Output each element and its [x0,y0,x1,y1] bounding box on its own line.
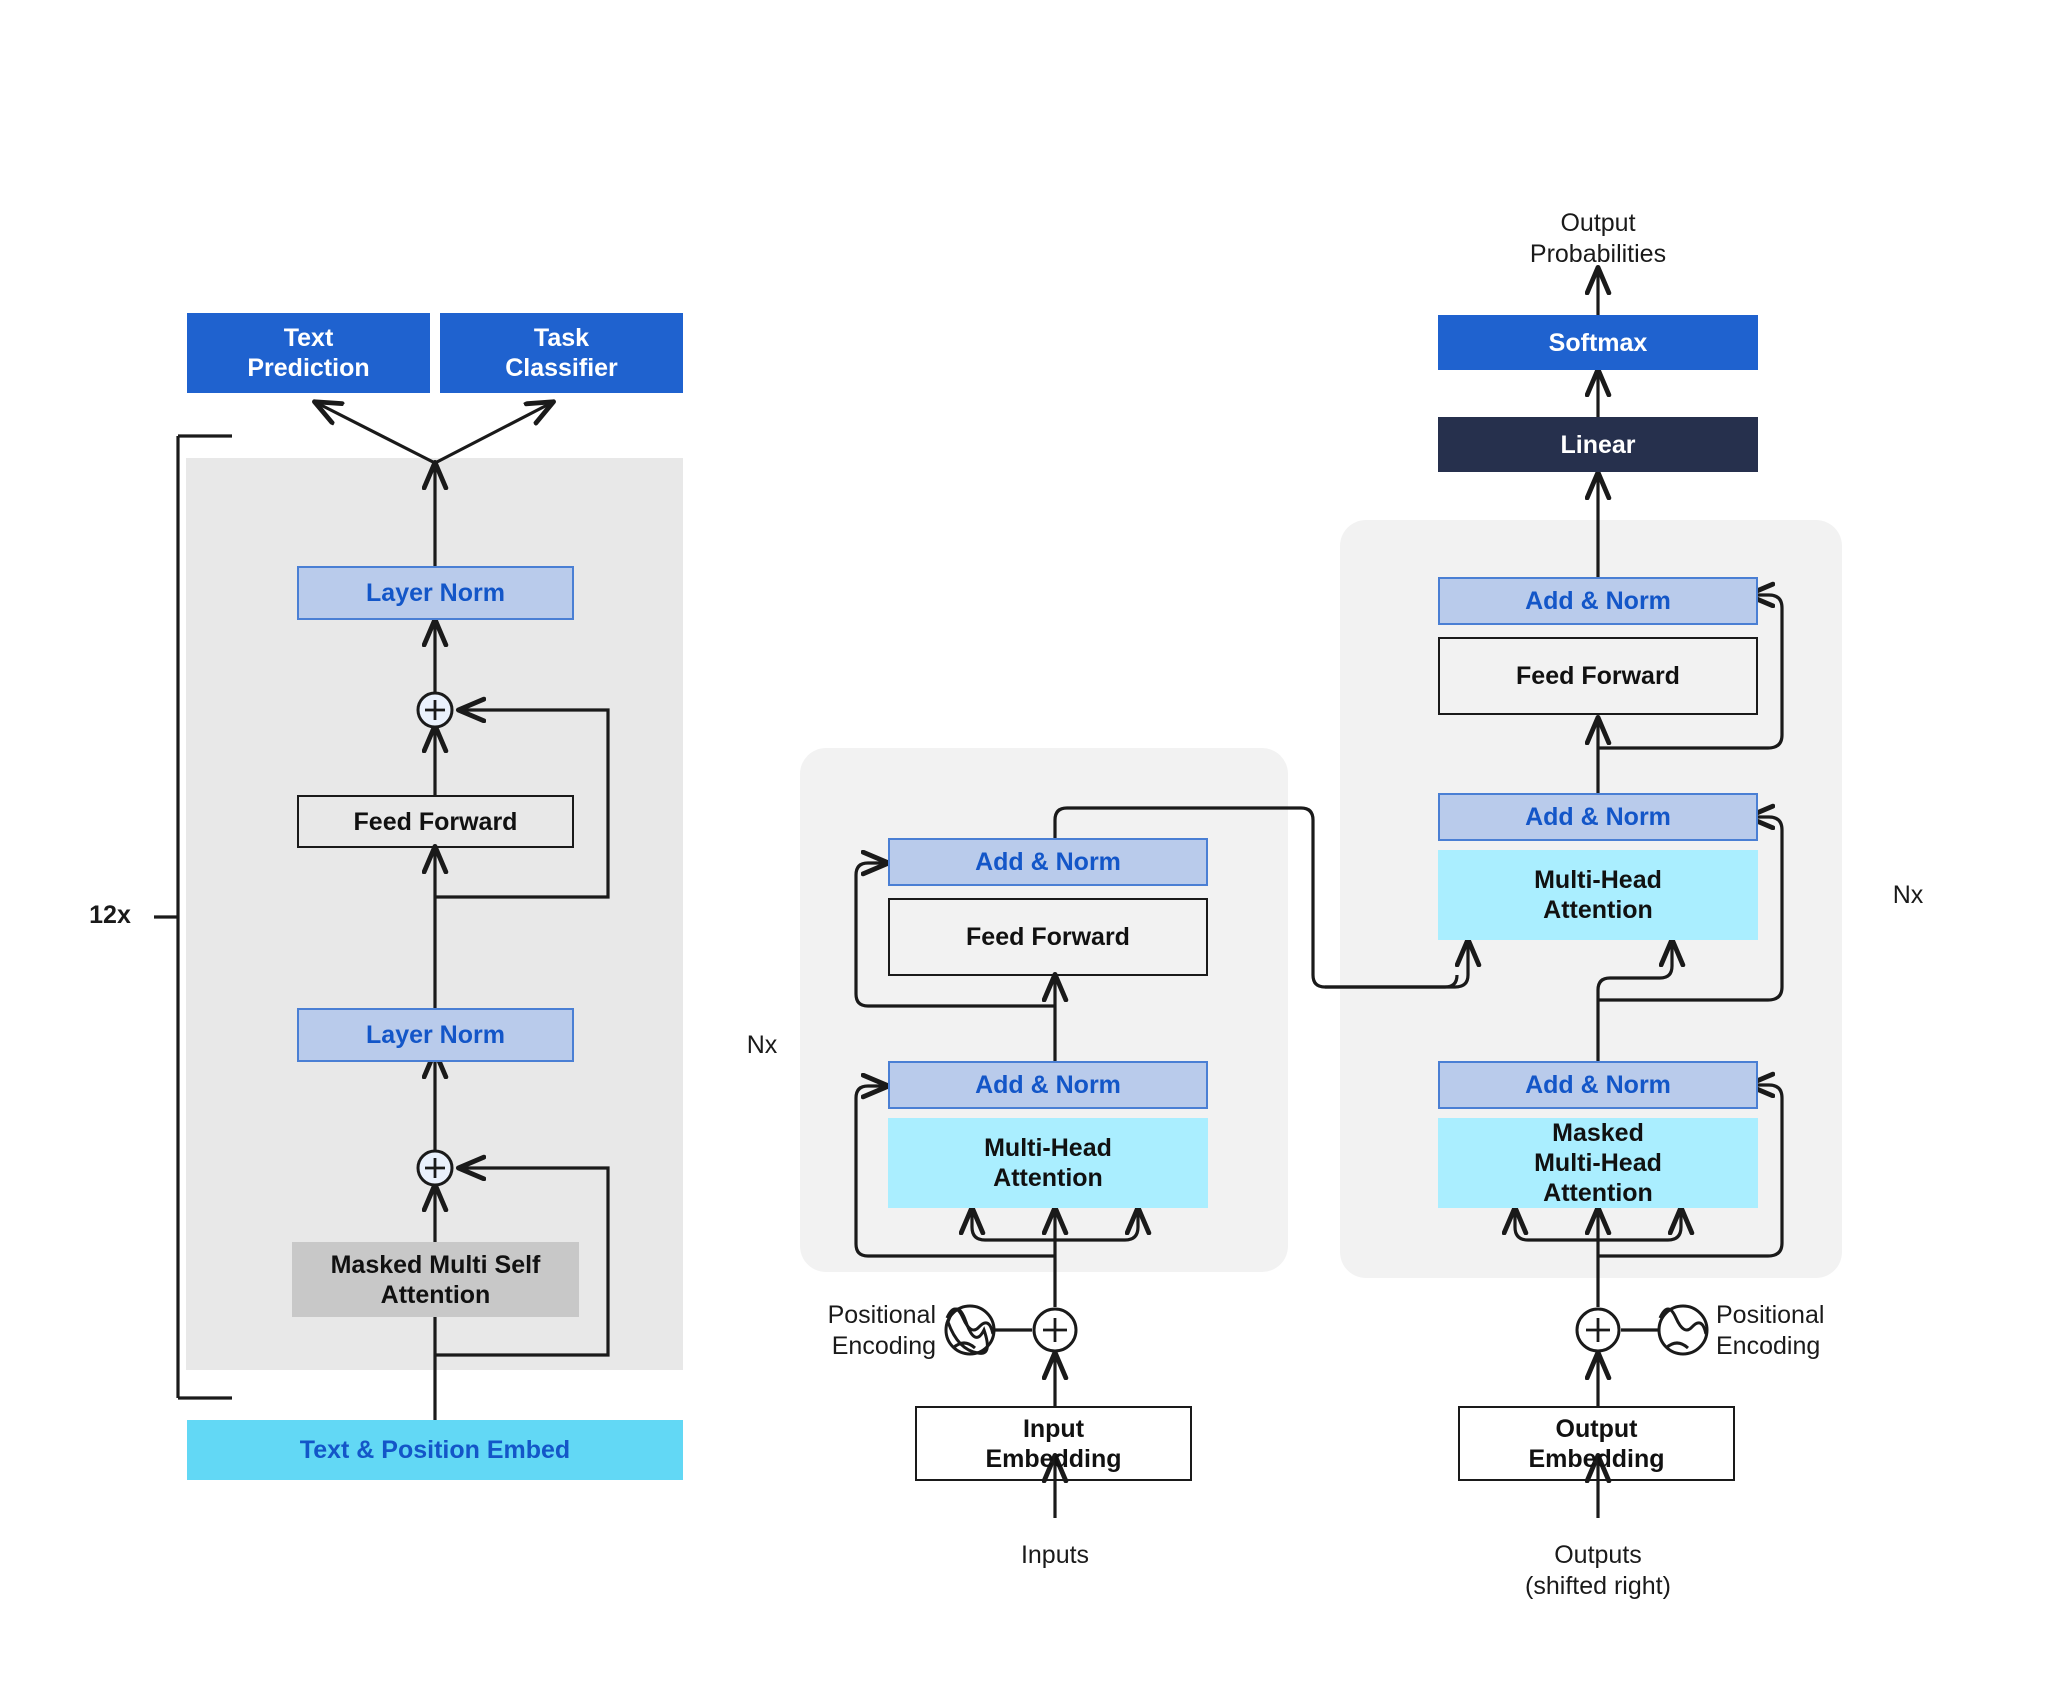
decoder-linear[interactable]: Linear [1438,417,1758,472]
encoder-feed-forward-label: Feed Forward [966,923,1130,951]
gpt-layer-norm-lower-label: Layer Norm [366,1021,505,1049]
gpt-text-position-embed[interactable]: Text & Position Embed [187,1420,683,1480]
decoder-repeat-label: Nx [1892,881,1924,909]
encoder-add-norm-upper-label: Add & Norm [975,848,1121,876]
text-prediction-head[interactable]: Text Prediction [187,313,430,393]
decoder-output-embedding-label: Output Embedding [1528,1414,1665,1473]
gpt-masked-multi-self-attention[interactable]: Masked Multi Self Attention [292,1242,579,1317]
decoder-output-probabilities-label: Output Probabilities [1529,209,1667,269]
encoder-add-norm-upper[interactable]: Add & Norm [888,838,1208,886]
decoder-add-norm-bottom[interactable]: Add & Norm [1438,1061,1758,1109]
decoder-multi-head-attention-label: Multi-Head Attention [1534,866,1662,924]
decoder-add-norm-top[interactable]: Add & Norm [1438,577,1758,625]
decoder-positional-encoding-label: Positional Encoding [1716,1301,1825,1361]
encoder-add-norm-lower-label: Add & Norm [975,1071,1121,1099]
decoder-feed-forward-label: Feed Forward [1516,662,1680,690]
decoder-linear-label: Linear [1560,430,1636,459]
decoder-multi-head-attention[interactable]: Multi-Head Attention [1438,850,1758,940]
decoder-softmax-label: Softmax [1548,328,1648,357]
gpt-text-position-embed-label: Text & Position Embed [299,1436,571,1464]
encoder-multi-head-attention[interactable]: Multi-Head Attention [888,1118,1208,1208]
decoder-add-norm-mid[interactable]: Add & Norm [1438,793,1758,841]
decoder-softmax[interactable]: Softmax [1438,315,1758,370]
gpt-layer-norm-lower[interactable]: Layer Norm [297,1008,574,1062]
task-classifier-label: Task Classifier [505,324,618,382]
encoder-positional-encoding-label: Positional Encoding [827,1301,936,1361]
encoder-input-embedding[interactable]: Input Embedding [915,1406,1192,1481]
decoder-add-norm-mid-label: Add & Norm [1525,803,1671,831]
gpt-masked-attention-label: Masked Multi Self Attention [330,1250,541,1309]
sine-circle-icon-group [944,1304,1709,1356]
gpt-layer-norm-upper-label: Layer Norm [366,579,505,607]
decoder-masked-multi-head-attention-label: Masked Multi-Head Attention [1534,1119,1662,1207]
encoder-add-norm-lower[interactable]: Add & Norm [888,1061,1208,1109]
gpt-repeat-label: 12x [89,901,131,929]
gpt-layer-norm-upper[interactable]: Layer Norm [297,566,574,620]
decoder-output-embedding[interactable]: Output Embedding [1458,1406,1735,1481]
encoder-input-embedding-label: Input Embedding [985,1414,1122,1473]
task-classifier-head[interactable]: Task Classifier [440,313,683,393]
encoder-multi-head-attention-label: Multi-Head Attention [984,1134,1112,1192]
encoder-inputs-label: Inputs [1020,1541,1090,1569]
encoder-feed-forward[interactable]: Feed Forward [888,898,1208,976]
text-prediction-label: Text Prediction [247,324,370,382]
encoder-repeat-label: Nx [746,1031,778,1059]
decoder-outputs-label: Outputs (shifted right) [1525,1541,1671,1601]
decoder-add-norm-bottom-label: Add & Norm [1525,1071,1671,1099]
decoder-add-norm-top-label: Add & Norm [1525,587,1671,615]
decoder-feed-forward[interactable]: Feed Forward [1438,637,1758,715]
gpt-feed-forward[interactable]: Feed Forward [297,795,574,848]
gpt-feed-forward-label: Feed Forward [353,807,518,836]
decoder-masked-multi-head-attention[interactable]: Masked Multi-Head Attention [1438,1118,1758,1208]
